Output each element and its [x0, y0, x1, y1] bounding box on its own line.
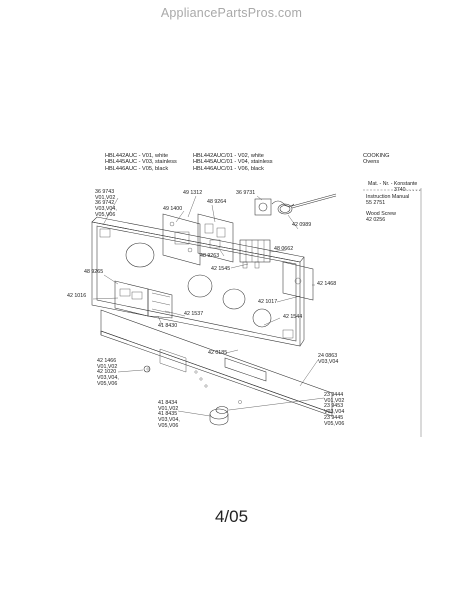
thermostat: [254, 193, 337, 216]
part-label: 48 0662: [274, 246, 294, 252]
model-line: HBL445AUC - V03, stainless: [105, 159, 177, 166]
push-button: [143, 365, 151, 373]
switch-block: [239, 239, 271, 269]
relay-board: [197, 213, 234, 263]
part-label: 42 1017: [258, 299, 278, 305]
control-panel-frame: [91, 216, 305, 347]
model-line: HBL446AUC/01 - V06, black: [193, 165, 264, 172]
part-label: 42 1537: [184, 311, 204, 317]
model-line: HBL445AUC/01 - V04, stainless: [193, 159, 273, 166]
part-label: 42 0185: [208, 350, 228, 356]
part-label: 42 1468: [317, 281, 337, 287]
part-label: 48 9265: [84, 269, 104, 275]
part-label: 48 9263: [200, 253, 220, 259]
part-label: 49 1400: [163, 206, 183, 212]
category-label: COOKING Ovens: [363, 153, 390, 166]
model-line: HBL442AUC/01 - V02, white: [193, 153, 264, 159]
page-date: 4/05: [214, 507, 249, 526]
front-fascia: [100, 309, 333, 417]
display-module: [114, 280, 173, 319]
manual-note: Instruction Manual 55 2751: [366, 194, 410, 206]
model-list-left: HBL442AUC - V01, white HBL445AUC - V03, …: [105, 153, 177, 172]
model-line: HBL446AUC - V05, black: [105, 165, 169, 172]
knob: [209, 406, 229, 426]
part-label: 42 0989: [292, 222, 312, 228]
part-label: 42 1544: [283, 314, 303, 320]
part-label: 49 1312: [183, 190, 203, 196]
part-label: 42 1545: [211, 266, 231, 272]
constant-header: Mat. - Nr. - Konstante 3740 . . . . .: [368, 181, 420, 193]
model-line: HBL442AUC - V01, white: [105, 153, 169, 159]
part-label: 48 9264: [207, 199, 227, 205]
mounting-bracket: [282, 261, 314, 301]
part-label: 36 9731: [236, 190, 256, 196]
screw-note: Wood Screw 42 0256: [366, 211, 396, 223]
watermark: AppliancePartsPros.com: [160, 6, 303, 20]
part-label: 41 8430: [158, 323, 178, 329]
circuit-board: [162, 213, 201, 266]
leader-lines: [92, 195, 325, 417]
part-label: 42 1016: [67, 293, 87, 299]
model-list-right: HBL442AUC/01 - V02, white HBL445AUC/01 -…: [193, 153, 273, 172]
